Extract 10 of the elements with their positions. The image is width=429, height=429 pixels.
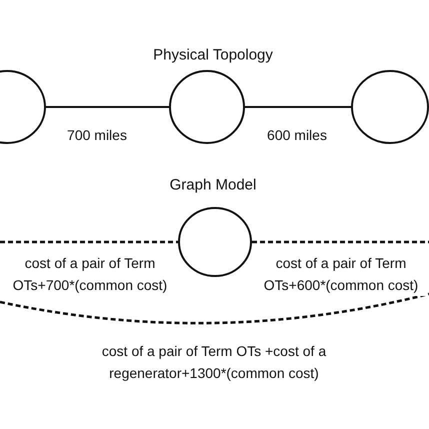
dashed-connector [252, 240, 429, 244]
heading: Graph Model [170, 176, 256, 194]
heading: Physical Topology [153, 46, 273, 64]
connector [46, 106, 169, 108]
heading: cost of a pair of Term OTs +cost of a regenerator+1300*(common cost) [100, 342, 328, 383]
connector [245, 106, 351, 108]
dashed-connector [0, 240, 178, 244]
node-circle [178, 207, 252, 277]
node-circle [351, 70, 429, 144]
node-circle [169, 70, 245, 144]
